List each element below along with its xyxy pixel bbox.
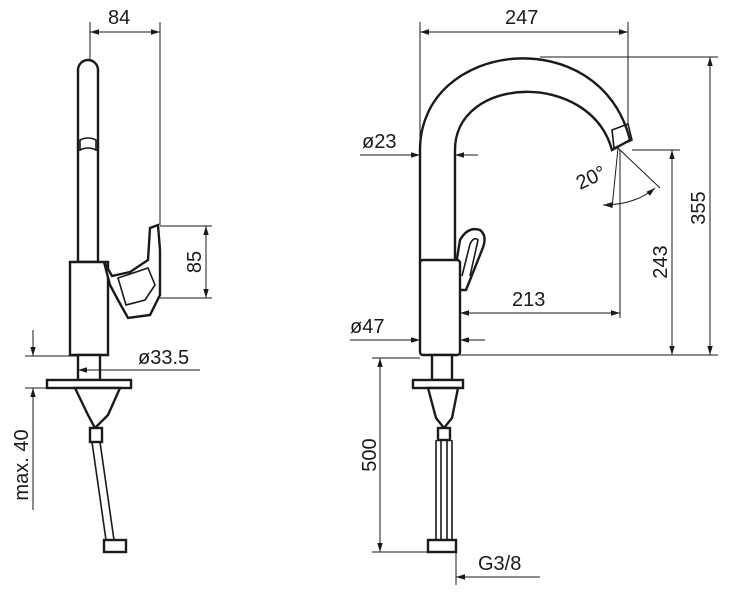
front-view-dimensions: 247 ø23 20° 355 243 213 ø47 500 G3/8 <box>350 7 718 585</box>
dim-label-213: 213 <box>512 289 545 311</box>
dim-label-355: 355 <box>688 191 710 224</box>
dim-label-500: 500 <box>359 438 381 471</box>
side-handle-detail <box>117 267 156 306</box>
side-body <box>68 260 110 357</box>
dim-arc-20 <box>602 187 656 208</box>
front-aerator <box>611 122 633 150</box>
dim-label-47: ø47 <box>350 316 384 338</box>
front-shank <box>430 353 454 382</box>
dim-label-max-40: max. 40 <box>11 429 33 500</box>
side-spout-tube <box>76 58 100 264</box>
dim-label-g3-8: G3/8 <box>478 553 521 575</box>
dim-label-20-deg: 20° <box>573 162 610 195</box>
dim-label-23: ø23 <box>362 131 396 153</box>
side-hose-fitting <box>88 426 104 444</box>
dim-label-247: 247 <box>505 7 538 29</box>
front-fixing-nut <box>426 386 460 430</box>
front-body <box>418 258 462 357</box>
side-view-faucet <box>45 58 162 554</box>
side-handle <box>102 223 162 320</box>
side-view-dimensions: 84 85 ø33.5 max. 40 <box>11 7 212 510</box>
dim-label-85: 85 <box>184 251 206 273</box>
front-hose-nut <box>426 538 458 554</box>
dim-label-84: 84 <box>108 7 130 29</box>
front-handle-slot <box>461 237 479 277</box>
side-hose <box>91 441 115 541</box>
side-hose-nut <box>102 538 128 554</box>
front-spout <box>418 57 632 264</box>
side-shank <box>76 353 102 382</box>
front-hose-fitting <box>436 426 452 442</box>
side-aerator <box>79 137 97 152</box>
side-fixing-nut <box>73 386 122 430</box>
dim-label-243: 243 <box>650 245 672 278</box>
dim-label-33-5: ø33.5 <box>138 347 189 369</box>
front-view-faucet <box>411 57 633 554</box>
front-hoses <box>435 440 453 540</box>
